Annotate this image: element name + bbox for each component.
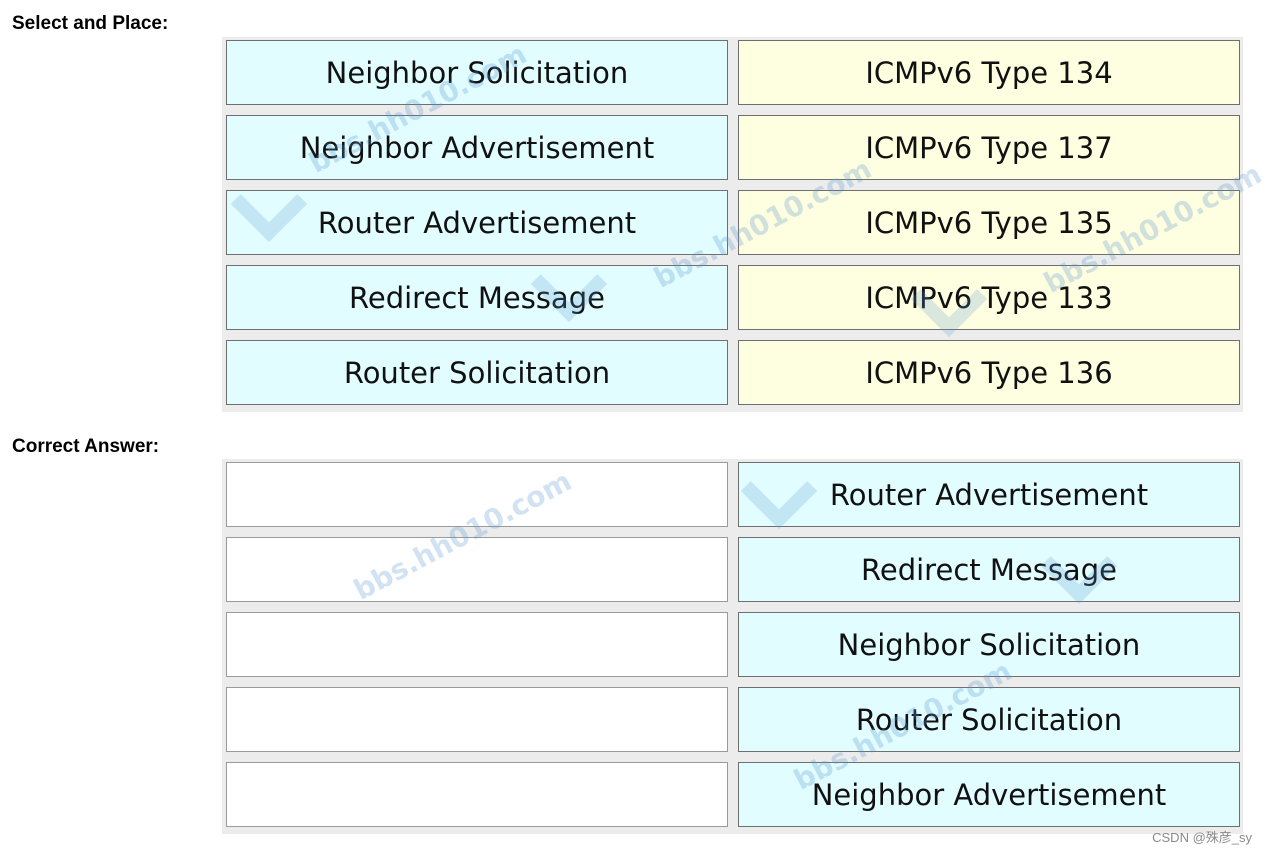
answer-blank-slot [226, 537, 728, 602]
answer-type-133[interactable]: Router Solicitation [738, 687, 1240, 752]
source-credit: CSDN @殊彦_sy [1152, 830, 1252, 845]
target-type-135[interactable]: ICMPv6 Type 135 [738, 190, 1240, 255]
source-item-neighbor-solicitation[interactable]: Neighbor Solicitation [226, 40, 728, 105]
correct-answer-panel: Router Advertisement Redirect Message Ne… [222, 452, 1243, 834]
answer-blank-slot [226, 612, 728, 677]
answer-type-135[interactable]: Neighbor Solicitation [738, 612, 1240, 677]
select-and-place-panel: Neighbor Solicitation Neighbor Advertise… [222, 37, 1266, 412]
answer-type-137[interactable]: Redirect Message [738, 537, 1240, 602]
target-type-134[interactable]: ICMPv6 Type 134 [738, 40, 1240, 105]
target-type-137[interactable]: ICMPv6 Type 137 [738, 115, 1240, 180]
correct-answer-heading: Correct Answer: [12, 436, 160, 457]
select-and-place-heading: Select and Place: [12, 13, 169, 34]
source-item-redirect-message[interactable]: Redirect Message [226, 265, 728, 330]
source-item-router-advertisement[interactable]: Router Advertisement [226, 190, 728, 255]
source-item-neighbor-advertisement[interactable]: Neighbor Advertisement [226, 115, 728, 180]
answer-type-136[interactable]: Neighbor Advertisement [738, 762, 1240, 827]
target-type-136[interactable]: ICMPv6 Type 136 [738, 340, 1240, 405]
answer-blank-slot [226, 687, 728, 752]
target-type-133[interactable]: ICMPv6 Type 133 [738, 265, 1240, 330]
source-item-router-solicitation[interactable]: Router Solicitation [226, 340, 728, 405]
answer-type-134[interactable]: Router Advertisement [738, 462, 1240, 527]
answer-blank-slot [226, 462, 728, 527]
answer-blank-slot [226, 762, 728, 827]
